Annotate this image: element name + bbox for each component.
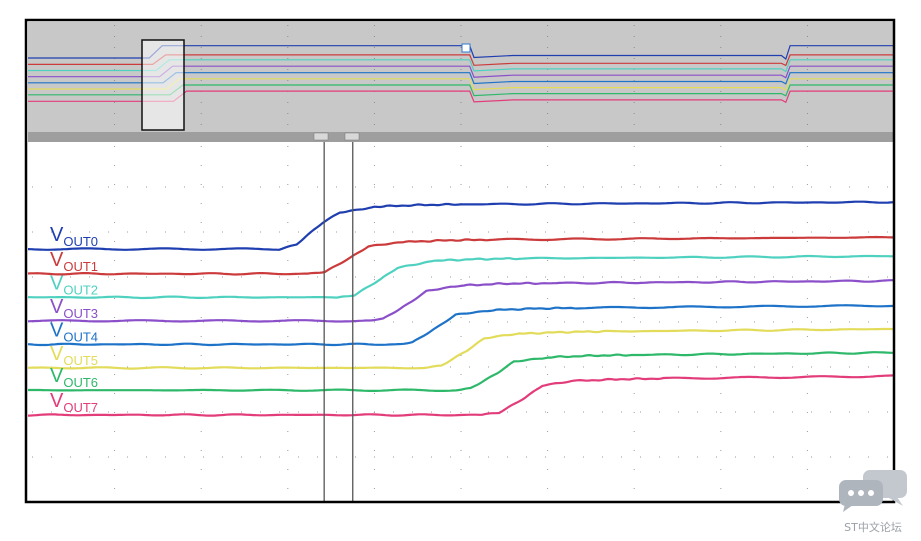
series-label-main: V	[50, 390, 64, 412]
zoom-window-box[interactable]	[141, 39, 185, 131]
series-label-main: V	[50, 296, 64, 318]
series-label-sub: OUT6	[63, 375, 98, 390]
series-label-vout3: VOUT3	[50, 296, 98, 321]
trace-vout0	[27, 200, 895, 251]
series-label-vout2: VOUT2	[50, 272, 98, 297]
trace-vout2	[28, 254, 895, 300]
watermark: ST中文论坛	[833, 468, 913, 535]
series-label-vout6: VOUT6	[50, 365, 98, 390]
series-label-main: V	[50, 365, 64, 387]
main-traces	[27, 200, 895, 417]
series-label-sub: OUT3	[63, 306, 98, 321]
main-grid	[32, 146, 890, 498]
series-label-sub: OUT5	[63, 353, 98, 368]
overview-panel	[28, 22, 894, 132]
trace-vout1	[27, 235, 895, 276]
trigger-marker[interactable]	[461, 43, 471, 53]
series-label-vout4: VOUT4	[50, 319, 98, 344]
series-label-sub: OUT2	[63, 282, 98, 297]
divider-bar[interactable]	[28, 132, 894, 142]
series-label-vout1: VOUT1	[50, 249, 98, 274]
trace-vout7	[27, 374, 895, 417]
trace-vout6	[28, 351, 894, 392]
screen-frame	[24, 18, 896, 504]
trace-vout5	[27, 327, 895, 370]
series-label-sub: OUT4	[63, 329, 98, 344]
series-label-main: V	[50, 343, 64, 365]
cursor-lines[interactable]	[323, 142, 354, 502]
trace-vout3	[27, 279, 894, 323]
series-label-sub: OUT0	[63, 234, 98, 249]
chat-bubble-icon	[839, 470, 907, 512]
trace-vout4	[27, 304, 895, 347]
series-label-main: V	[50, 319, 64, 341]
series-label-vout0: VOUT0	[50, 224, 98, 249]
cursor-b-handle[interactable]	[344, 132, 360, 141]
series-label-main: V	[50, 249, 64, 271]
series-label-vout7: VOUT7	[50, 390, 98, 415]
series-label-main: V	[50, 224, 64, 246]
series-label-sub: OUT1	[63, 259, 98, 274]
series-label-main: V	[50, 272, 64, 294]
cursor-a-handle[interactable]	[313, 132, 329, 141]
series-label-sub: OUT7	[63, 400, 98, 415]
watermark-text: ST中文论坛	[844, 521, 902, 534]
series-label-vout5: VOUT5	[50, 343, 98, 368]
